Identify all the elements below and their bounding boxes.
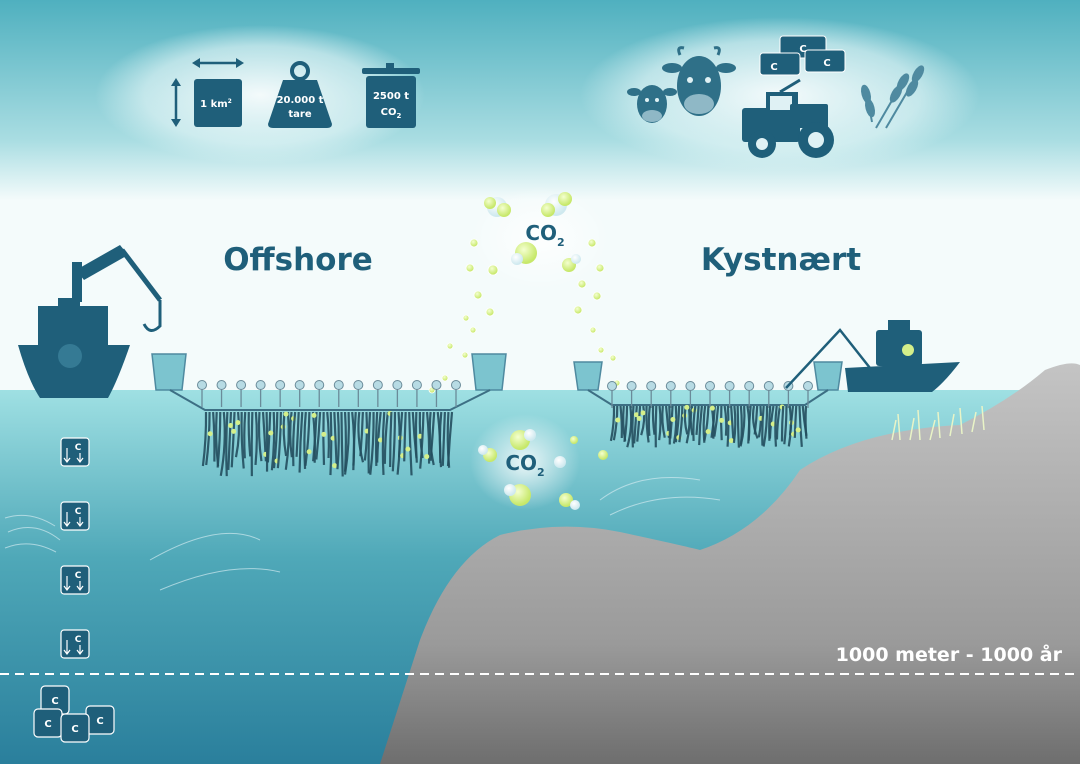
pot-label-1: 2500 t xyxy=(373,91,409,102)
coastal-boat xyxy=(785,320,960,392)
co2-water-molecules xyxy=(478,429,608,510)
offshore-ship xyxy=(18,245,162,398)
tractor-icon xyxy=(742,78,834,158)
sinking-carbon-box: C xyxy=(60,501,90,531)
svg-text:C: C xyxy=(770,62,777,73)
sinking-carbon-box: C xyxy=(60,629,90,659)
svg-text:C: C xyxy=(75,571,82,581)
sinking-carbon-box: C xyxy=(60,437,90,467)
co2-water-label: CO2 xyxy=(505,451,544,479)
water-currents xyxy=(4,477,721,591)
coastal-label: Kystnært xyxy=(701,242,861,278)
cow-icon xyxy=(662,46,736,116)
svg-text:C: C xyxy=(799,44,806,55)
weight-label-1: 20.000 t xyxy=(277,95,324,106)
co2-bubble-trail xyxy=(428,238,621,394)
area-icon xyxy=(171,58,244,127)
co2-air-molecules xyxy=(484,192,581,272)
co2-air-label: CO2 xyxy=(525,221,564,249)
co2-water-glow xyxy=(470,414,580,510)
svg-text:C: C xyxy=(51,696,58,707)
carbon-blocks-icon: C C C xyxy=(759,35,846,76)
small-cow-icon xyxy=(627,85,677,123)
seagrass xyxy=(891,405,985,441)
svg-text:C: C xyxy=(75,443,82,453)
svg-text:C: C xyxy=(75,507,82,517)
svg-text:C: C xyxy=(71,724,78,735)
sinking-carbon-column: C C C C xyxy=(60,437,90,659)
seabed xyxy=(380,363,1080,764)
area-label: 1 km2 xyxy=(200,98,232,110)
storage-pot-icon xyxy=(362,63,420,128)
svg-text:C: C xyxy=(96,716,103,727)
depth-label: 1000 meter - 1000 år xyxy=(836,642,1063,666)
svg-text:C: C xyxy=(823,58,830,69)
weight-icon xyxy=(268,61,332,128)
svg-text:C: C xyxy=(44,719,51,730)
sinking-carbon-box: C xyxy=(60,565,90,595)
seabed-carbon-stack: C C C C xyxy=(33,685,115,743)
offshore-farm xyxy=(151,353,507,477)
wheat-icon xyxy=(860,65,925,129)
weight-label-2: tare xyxy=(288,109,311,120)
offshore-label: Offshore xyxy=(223,242,373,278)
svg-text:C: C xyxy=(75,635,82,645)
coastal-farm xyxy=(573,361,843,448)
pot-label-2: CO2 xyxy=(381,107,402,120)
capacity-cloud xyxy=(95,25,425,165)
